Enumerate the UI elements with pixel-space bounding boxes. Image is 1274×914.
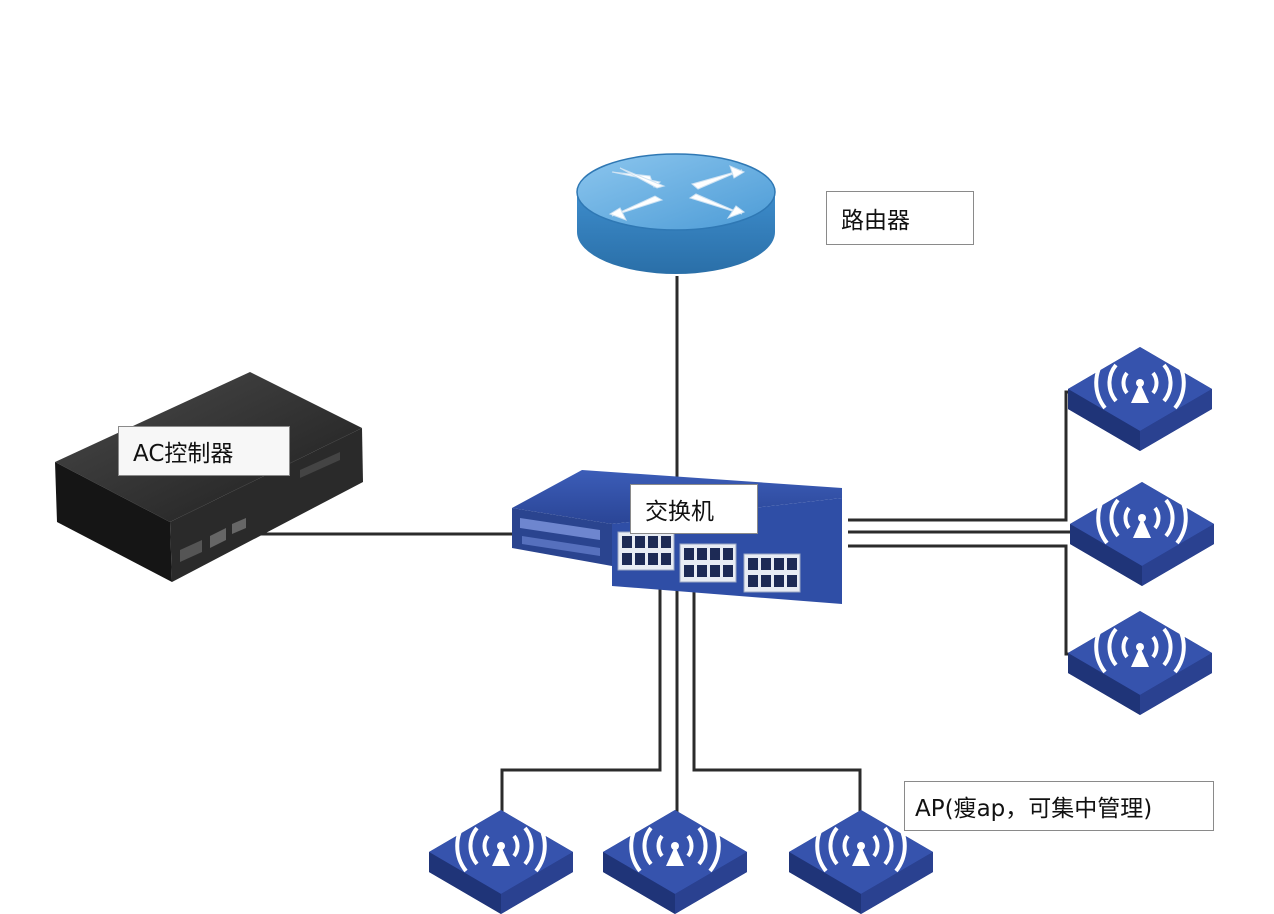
router-icon [576,153,776,274]
ac-controller-label: AC控制器 [118,426,290,476]
connection-lines [232,276,1085,818]
switch-ap-right-bottom-link [848,544,1085,656]
switch-ap-bottom-right-link [692,590,862,815]
switch-ap-right-top-link [848,390,1085,522]
ac-controller-icon [55,372,363,582]
wireless-access-point-icon [1068,480,1216,588]
switch-ap-bottom-left-link [500,578,662,815]
wireless-access-point-icon [1066,609,1214,717]
wireless-access-point-icon [427,808,575,914]
ap-label: AP(瘦ap，可集中管理) [904,781,1214,831]
router-label: 路由器 [826,191,974,245]
wireless-access-point-icon [601,808,749,914]
wireless-access-point-icon [1066,345,1214,453]
switch-label: 交换机 [630,484,758,534]
